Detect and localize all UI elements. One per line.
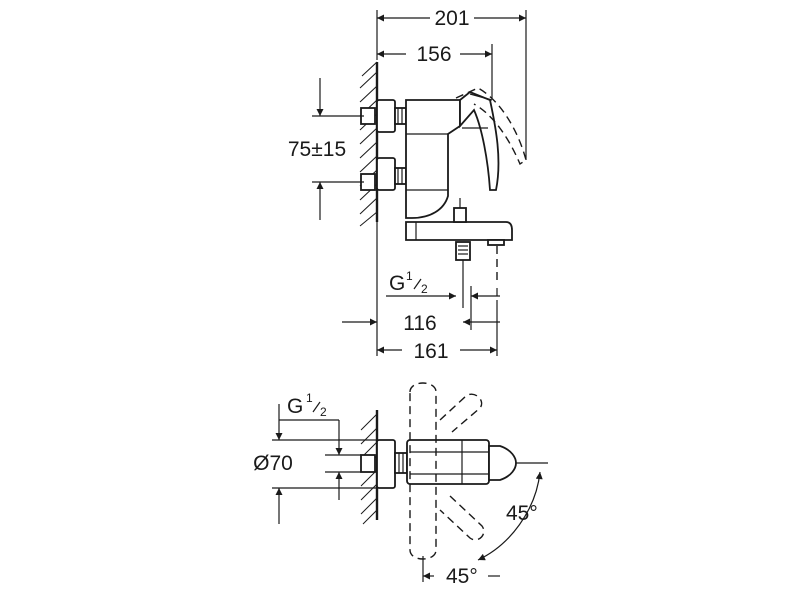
- dim-diameter: Ø70: [253, 404, 377, 524]
- dim-text-outlet-distance-2: 161: [413, 340, 448, 363]
- lever-handle-side: [459, 90, 500, 191]
- spout-side: [405, 198, 513, 308]
- dim-text-thread-side: G: [389, 272, 405, 295]
- dim-thread-side: G 1 2: [386, 246, 500, 330]
- angle-arc: [422, 462, 548, 582]
- dim-text-centres: 75±15: [288, 138, 346, 161]
- mixer-body-side: [405, 99, 461, 219]
- dim-text-thread-top: G: [287, 395, 303, 418]
- connection-top: [360, 439, 408, 489]
- side-view: 201 156 75±15 G 1 2: [288, 7, 527, 363]
- dim-text-overall-length: 201: [434, 7, 469, 30]
- dim-116: 116: [342, 222, 500, 356]
- dim-text-thread-top-num: 1: [306, 391, 313, 405]
- dim-text-thread-top-den: 2: [320, 405, 327, 419]
- dim-text-diameter: Ø70: [253, 452, 293, 475]
- top-view: 45° 45° G 1 2 Ø70: [253, 382, 548, 588]
- lever-raised-dashed: [455, 87, 527, 166]
- dim-text-thread-side-den: 2: [421, 282, 428, 296]
- connection-lower: [360, 157, 407, 191]
- dim-75-15: 75±15: [288, 78, 364, 220]
- dim-text-thread-side-num: 1: [406, 269, 413, 283]
- dim-text-angle-right: 45°: [506, 502, 538, 525]
- mixer-body-top: [406, 439, 517, 485]
- dim-text-outlet-distance: 116: [403, 312, 436, 335]
- wall-side: [359, 61, 379, 227]
- dim-156: 156: [377, 43, 493, 98]
- dim-201: 201: [376, 7, 527, 160]
- connection-upper: [360, 99, 407, 133]
- dim-text-angle-bottom: 45°: [446, 565, 478, 588]
- dim-text-spout-length: 156: [416, 43, 451, 66]
- dim-thread-top: G 1 2: [279, 391, 361, 500]
- dim-161: 161: [377, 300, 498, 363]
